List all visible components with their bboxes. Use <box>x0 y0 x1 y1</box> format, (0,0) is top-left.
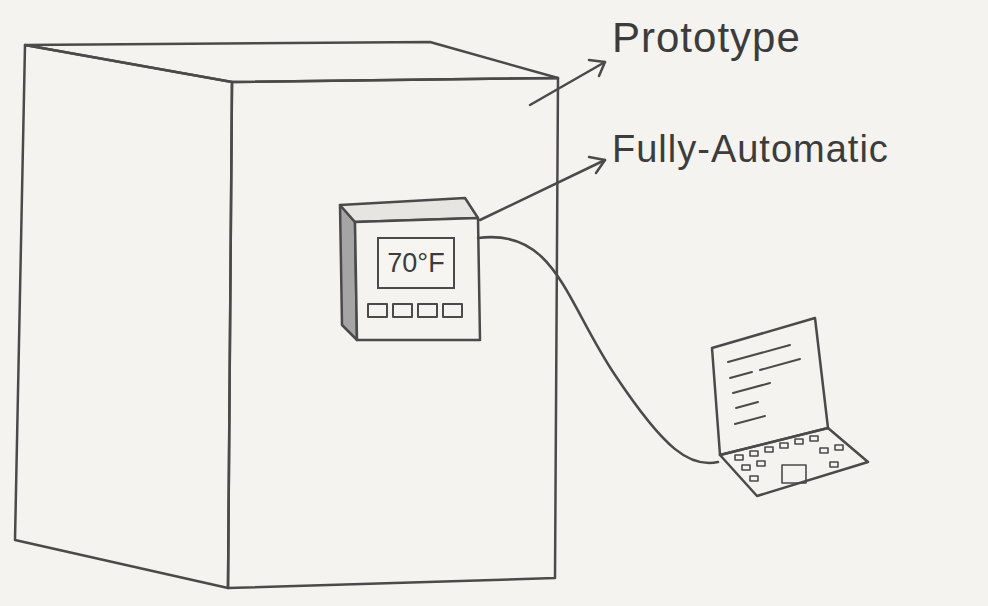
device-button <box>443 304 462 317</box>
cabinet-front <box>228 78 558 588</box>
callout-label: Fully-Automatic <box>612 128 889 171</box>
laptop-base <box>720 428 868 496</box>
device-button <box>393 304 412 317</box>
callout-label: Prototype <box>612 14 801 62</box>
screen-lines <box>728 345 800 424</box>
cabinet-side <box>15 45 232 588</box>
cable <box>478 237 718 463</box>
leader-line <box>530 62 605 105</box>
laptop-screen <box>712 318 828 455</box>
keyboard-keys <box>735 436 843 483</box>
temperature-reading: 70°F <box>387 248 444 279</box>
device-front <box>355 218 480 340</box>
leader-arrowhead <box>589 157 605 173</box>
cabinet-top <box>25 42 558 82</box>
device-button <box>418 304 437 317</box>
leader-arrowhead <box>589 60 605 76</box>
device-button <box>368 304 387 317</box>
leader-line <box>480 160 605 220</box>
display-screen: 70°F <box>377 237 455 289</box>
